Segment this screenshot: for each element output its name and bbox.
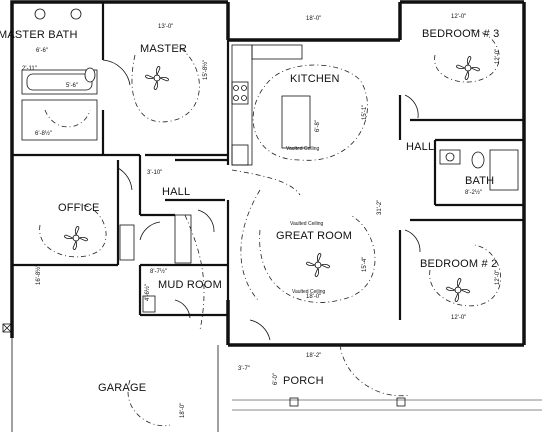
note-vaulted-ceiling: Vaulted Ceiling (292, 289, 325, 295)
note-vaulted-ceiling: Vaulted Ceiling (286, 146, 319, 152)
dim-bath-6-6: 6'-6" (36, 48, 48, 54)
ceiling-fan-icon (446, 278, 470, 302)
dim-kitchen-top: 18'-0" (306, 16, 321, 22)
dim-great-room-width: 18'-0" (306, 294, 321, 300)
dim-great-room-depth2: 15'-4" (362, 257, 368, 272)
dim-bath-6-8: 6'-8½" (35, 130, 52, 137)
electrical-wiring (39, 29, 501, 427)
exterior-walls (2, 0, 526, 432)
ceiling-fans (64, 56, 480, 302)
dim-bedroom3-depth: 12'-0" (495, 49, 501, 64)
room-label-master-bath: MASTER BATH (0, 29, 78, 41)
notes: Vaulted Ceiling Vaulted Ceiling Vaulted … (286, 146, 325, 295)
room-label-bath: BATH (465, 175, 494, 187)
dimension-labels: 13'-0" 18'-0" 12'-0" 12'-0" 18'-0" 18'-2… (22, 14, 501, 418)
room-label-master: MASTER (140, 43, 187, 55)
dim-garage-depth: 18'-0" (180, 403, 186, 418)
dim-porch-left: 3'-7" (238, 366, 250, 372)
dim-kitchen-depth: 15'-1" (362, 105, 368, 120)
room-label-bedroom-3: BEDROOM # 3 (422, 28, 499, 40)
interior-walls (12, 2, 542, 411)
room-label-bedroom-2: BEDROOM # 2 (420, 258, 497, 270)
room-label-mud-room: MUD ROOM (158, 279, 222, 291)
room-label-hall-right: HALL (406, 141, 434, 153)
ceiling-fan-icon (145, 66, 169, 90)
dim-office-depth: 16'-8½" (35, 265, 42, 285)
room-label-garage: GARAGE (98, 382, 146, 394)
dim-bedroom2-depth: 12'-0" (495, 270, 501, 285)
ceiling-fan-icon (456, 56, 480, 80)
doors (102, 59, 421, 341)
room-label-kitchen: KITCHEN (290, 73, 340, 85)
dim-porch-depth: 6'-0" (273, 373, 279, 385)
note-vaulted-ceiling: Vaulted Ceiling (290, 221, 323, 227)
room-label-hall-left: HALL (162, 186, 190, 198)
dim-great-room-depth: 31'-2" (377, 200, 383, 215)
dim-porch-width: 18'-2" (306, 353, 321, 359)
dim-mud-4-6: 4'-6½" (144, 284, 151, 301)
room-label-porch: PORCH (283, 375, 324, 387)
sink-icon (70, 8, 82, 20)
room-labels: MASTER BATH MASTER KITCHEN BEDROOM # 3 H… (0, 28, 499, 394)
room-label-office: OFFICE (58, 202, 100, 214)
dim-master-width: 13'-0" (158, 24, 173, 30)
dim-master-depth: 15'-8½" (202, 60, 209, 80)
dim-bedroom2-width: 12'-0" (451, 315, 466, 321)
dim-bedroom3-width: 12'-0" (451, 14, 466, 20)
dim-bath-8-2: 8'-2½" (465, 189, 482, 196)
sink-icon (34, 8, 46, 20)
dim-mud-8-7: 8'-7½" (150, 268, 167, 275)
ceiling-fan-icon (306, 253, 330, 277)
room-label-great-room: GREAT ROOM (276, 230, 352, 242)
dim-hall-3-10: 3'-10" (147, 170, 162, 176)
ceiling-fan-icon (64, 226, 88, 250)
dim-bath-5-6: 5'-6" (66, 83, 78, 89)
dim-island: 6'-8" (315, 120, 321, 132)
dim-bath-2-11: 2'-11" (22, 66, 37, 72)
